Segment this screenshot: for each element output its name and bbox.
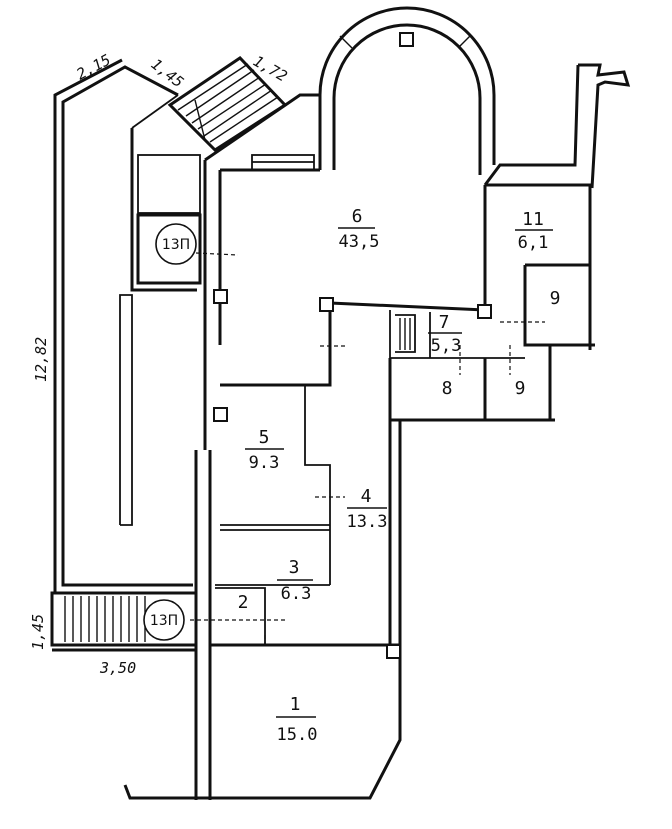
room-7-label: 7 5,3 — [428, 312, 462, 356]
room-7-area: 5,3 — [431, 336, 462, 356]
section-marker-upper-label: 13П — [162, 237, 190, 253]
main-walls — [123, 63, 631, 800]
room-5-area: 9.3 — [249, 453, 280, 473]
room-8-label: 8 — [442, 378, 453, 399]
dimension-3-50: 3,50 — [99, 659, 136, 677]
bottom-stair — [50, 591, 198, 652]
columns — [213, 289, 492, 659]
room-4-number: 4 — [361, 486, 372, 507]
dimension-12-82: 12,82 — [32, 337, 50, 382]
room-9-number: 9 — [515, 378, 526, 399]
room-8-number: 8 — [442, 378, 453, 399]
section-marker-lower-label: 13П — [150, 613, 178, 629]
room-6-label: 6 43,5 — [338, 206, 379, 252]
section-lines — [190, 252, 545, 645]
room-1-label: 1 15.0 — [276, 694, 317, 745]
room-9-label: 9 — [515, 378, 526, 399]
room-11-label: 11 6,1 — [515, 209, 553, 253]
room-1-number: 1 — [290, 694, 301, 715]
apse — [318, 6, 496, 175]
marker-room-upper — [136, 154, 202, 285]
room-11-area: 6,1 — [518, 233, 549, 253]
section-marker-upper: 13П — [155, 223, 197, 265]
room-6-area: 43,5 — [339, 232, 380, 252]
room-10-label: 9 — [550, 288, 561, 309]
room-3-number: 3 — [289, 557, 300, 578]
room-4-area: 13.3 — [347, 512, 388, 532]
room-3-area: 6.3 — [281, 584, 312, 604]
room-6-number: 6 — [352, 206, 363, 227]
room-11-number: 11 — [522, 209, 544, 230]
left-gallery-walls — [53, 58, 197, 595]
dimension-2-15: 2,15 — [73, 51, 113, 84]
room-5-label: 5 9.3 — [245, 427, 284, 473]
room-10-number: 9 — [550, 288, 561, 309]
room-1-area: 15.0 — [277, 725, 318, 745]
room-2-label: 2 — [238, 592, 249, 613]
section-marker-lower: 13П — [143, 599, 185, 641]
room-5-number: 5 — [259, 427, 270, 448]
room-3-label: 3 6.3 — [277, 557, 313, 604]
dimension-1-45-top: 1,45 — [148, 55, 188, 91]
room-2-number: 2 — [238, 592, 249, 613]
room-4-label: 4 13.3 — [347, 486, 388, 532]
dimension-1-45-left: 1,45 — [29, 614, 47, 650]
room-7-number: 7 — [439, 312, 450, 333]
